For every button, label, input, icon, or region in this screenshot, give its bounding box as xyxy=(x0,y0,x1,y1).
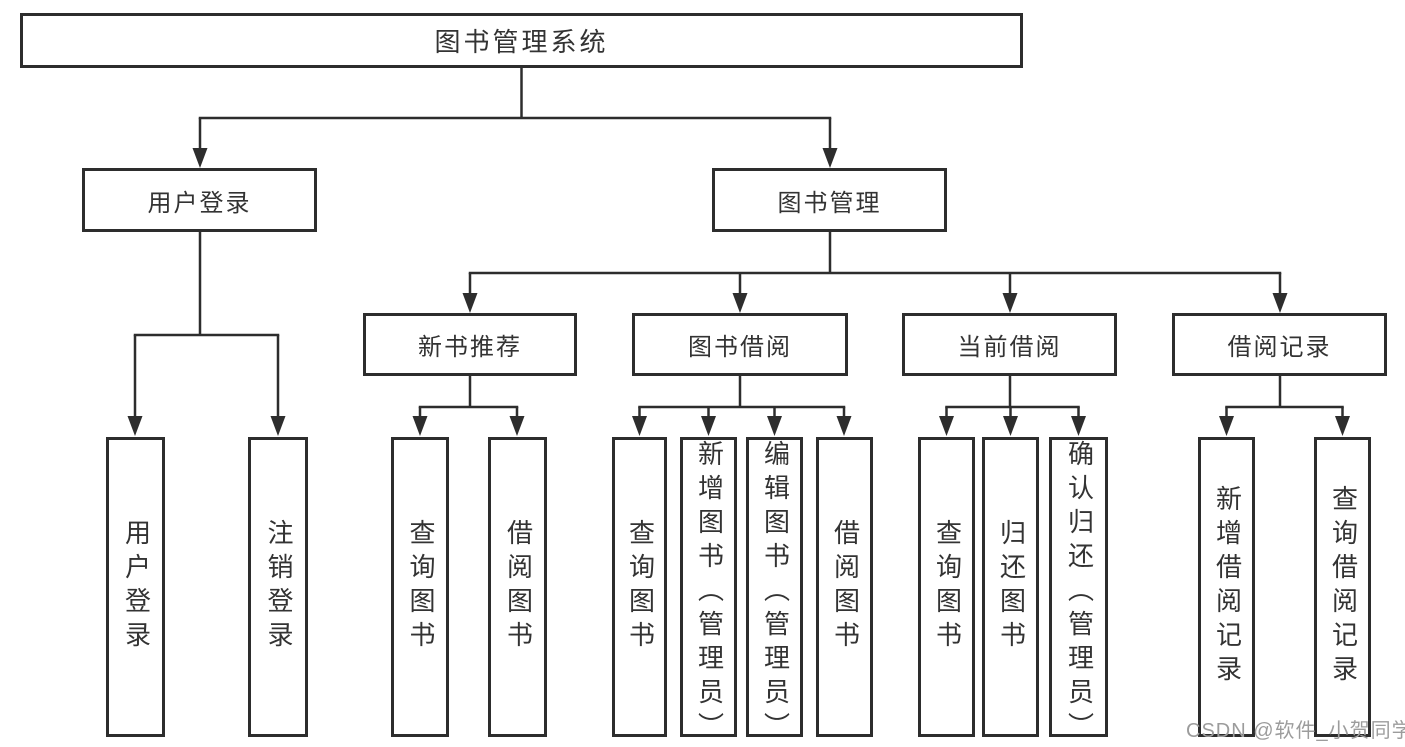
node-new-book-recommend: 新书推荐 xyxy=(363,313,577,376)
leaf-confirm-return-admin: 确认归还（管理员） xyxy=(1049,437,1108,746)
leaf-label-query-books-current: 查询图书 xyxy=(932,519,963,655)
leaf-label-query-books-recommend: 查询图书 xyxy=(405,519,436,655)
node-book-management: 图书管理 xyxy=(712,168,947,232)
leaf-label-logout: 注销登录 xyxy=(263,519,294,655)
leaf-label-edit-book-admin: 编辑图书（管理员） xyxy=(760,440,791,746)
node-borrow-records: 借阅记录 xyxy=(1172,313,1387,376)
leaf-label-user-login: 用户登录 xyxy=(121,519,152,655)
leaf-label-borrow-books-recommend: 借阅图书 xyxy=(503,519,534,655)
node-label-current-borrow: 当前借阅 xyxy=(957,334,1062,361)
leaf-add-book-admin: 新增图书（管理员） xyxy=(680,437,737,746)
connector-current-borrow-to-leaves xyxy=(939,376,1086,436)
leaf-label-add-borrow-record: 新增借阅记录 xyxy=(1212,485,1243,689)
leaf-user-login: 用户登录 xyxy=(106,437,165,737)
node-label-root: 图书管理系统 xyxy=(434,27,609,57)
leaf-label-query-books-borrow: 查询图书 xyxy=(625,519,656,655)
connector-new-book-recommend-to-leaves xyxy=(412,376,525,436)
node-label-book-management: 图书管理 xyxy=(777,189,882,217)
node-book-borrow: 图书借阅 xyxy=(632,313,848,376)
connector-book-management-to-level3 xyxy=(462,232,1288,313)
node-user-login: 用户登录 xyxy=(82,168,317,232)
leaf-label-query-borrow-record: 查询借阅记录 xyxy=(1328,485,1359,689)
leaf-logout: 注销登录 xyxy=(248,437,308,737)
leaf-add-borrow-record: 新增借阅记录 xyxy=(1198,437,1255,737)
node-library-management-system: 图书管理系统 xyxy=(20,13,1023,68)
node-label-borrow-records: 借阅记录 xyxy=(1227,334,1332,361)
leaf-label-add-book-admin: 新增图书（管理员） xyxy=(694,440,725,746)
leaf-label-borrow-books: 借阅图书 xyxy=(830,519,861,655)
leaf-query-books-borrow: 查询图书 xyxy=(612,437,667,737)
connector-book-borrow-to-leaves xyxy=(632,376,852,436)
node-label-user-login: 用户登录 xyxy=(147,189,252,217)
node-label-book-borrow: 图书借阅 xyxy=(688,334,792,361)
connector-root-to-level2 xyxy=(192,68,838,168)
csdn-watermark: CSDN @软件_小贺同学 xyxy=(1186,720,1405,742)
leaf-query-borrow-record: 查询借阅记录 xyxy=(1314,437,1371,737)
leaf-edit-book-admin: 编辑图书（管理员） xyxy=(746,437,803,746)
node-current-borrow: 当前借阅 xyxy=(902,313,1117,376)
leaf-return-book: 归还图书 xyxy=(982,437,1039,737)
node-label-new-book-recommend: 新书推荐 xyxy=(418,334,522,361)
connector-borrow-records-to-leaves xyxy=(1219,376,1350,436)
connector-user-login-to-leaves xyxy=(127,232,286,436)
leaf-query-books-recommend: 查询图书 xyxy=(391,437,449,737)
leaf-borrow-books-recommend: 借阅图书 xyxy=(488,437,547,737)
leaf-query-books-current: 查询图书 xyxy=(918,437,975,737)
leaf-borrow-books: 借阅图书 xyxy=(816,437,873,737)
leaf-label-return-book: 归还图书 xyxy=(996,519,1027,655)
leaf-label-confirm-return-admin: 确认归还（管理员） xyxy=(1064,440,1095,746)
